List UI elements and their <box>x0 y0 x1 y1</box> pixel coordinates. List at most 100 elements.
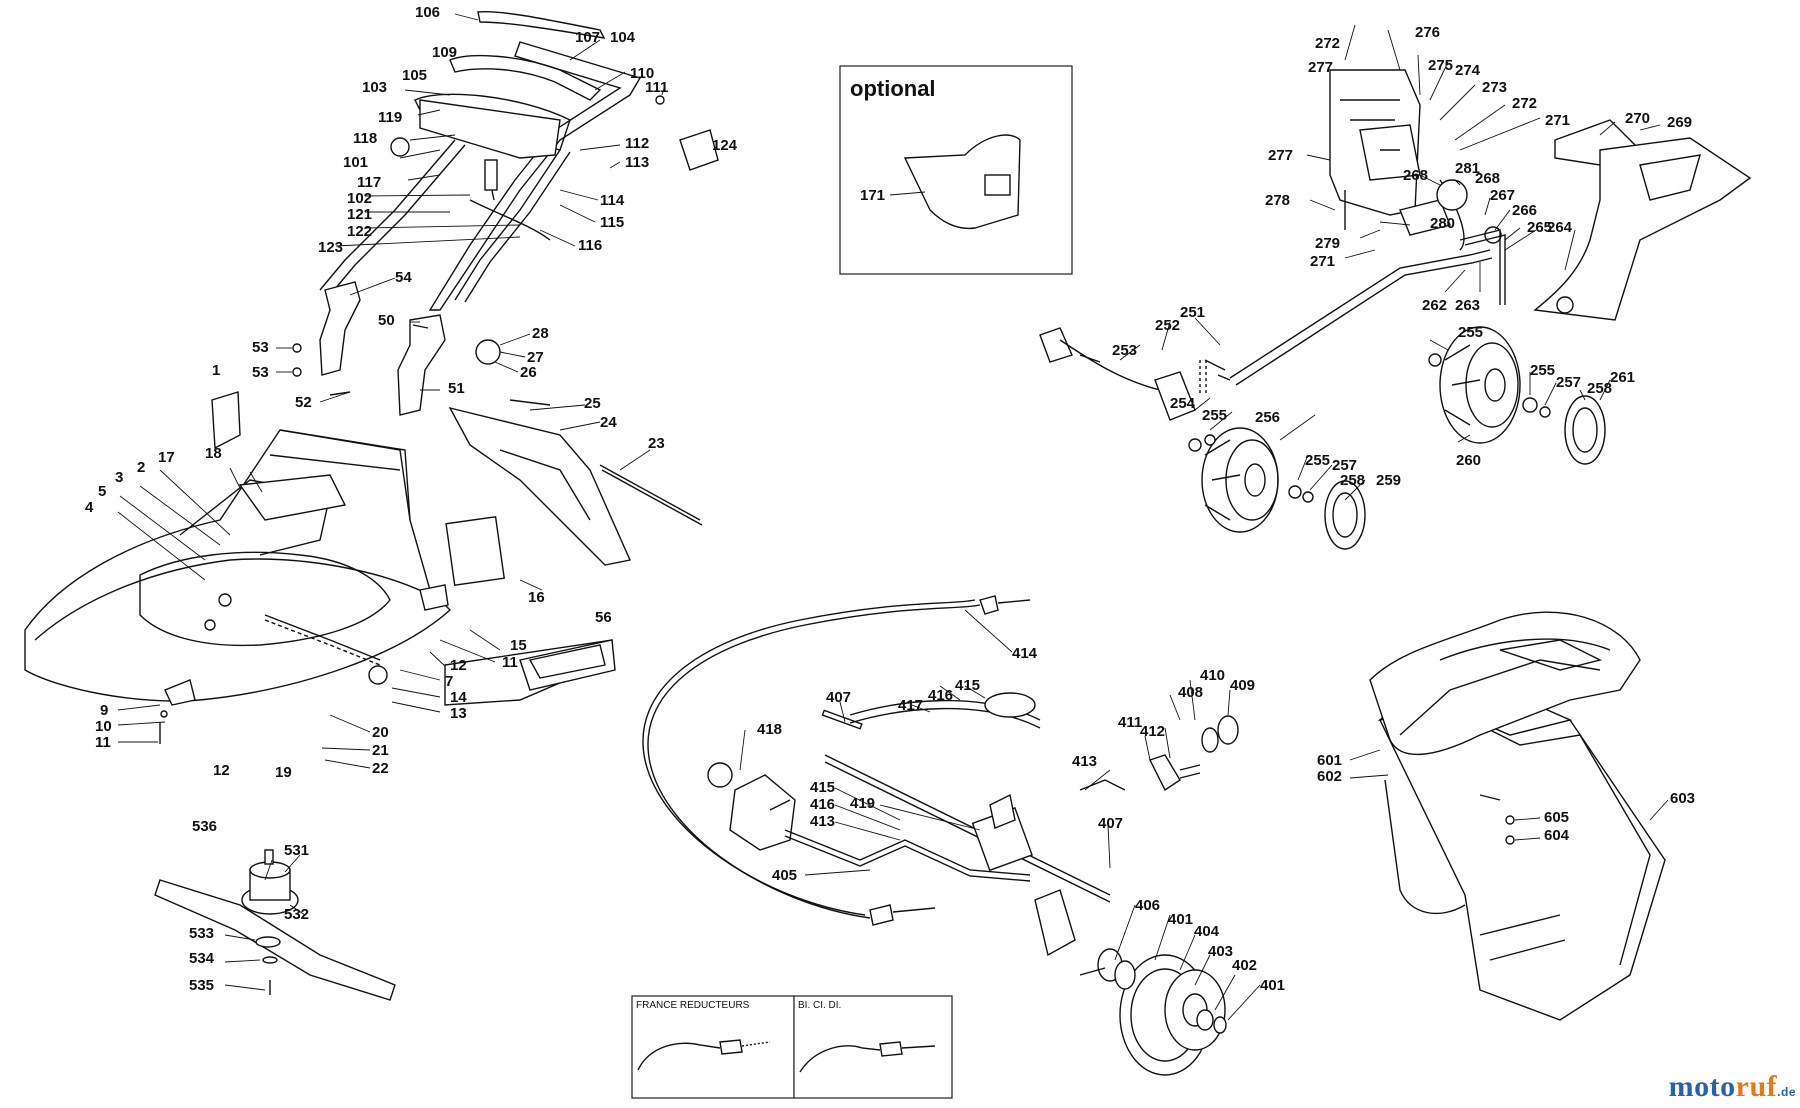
part-label: 11 <box>95 734 111 751</box>
blade-assembly <box>154 849 396 1001</box>
part-label: 268 <box>1475 170 1500 187</box>
part-label: 4 <box>85 499 94 516</box>
part-label: 409 <box>1230 677 1255 694</box>
part-label: 273 <box>1482 79 1507 96</box>
part-label: 415 <box>955 677 980 694</box>
part-label: 605 <box>1544 809 1569 826</box>
part-label: 15 <box>510 637 527 654</box>
part-label: 601 <box>1317 752 1342 769</box>
part-label: 265 <box>1527 219 1552 236</box>
part-label: 104 <box>610 29 636 46</box>
part-label: 532 <box>284 906 309 923</box>
inset-cable-options: FRANCE REDUCTEURS BI. CI. DI. <box>631 995 953 1099</box>
rear-cover <box>1533 119 1752 321</box>
part-label: 254 <box>1170 395 1196 412</box>
part-label: 13 <box>450 705 467 722</box>
part-label: 264 <box>1547 219 1573 236</box>
drive-wheel-gear <box>1079 948 1227 1076</box>
part-label: 281 <box>1455 160 1480 177</box>
part-label: 278 <box>1265 192 1290 209</box>
part-label: 17 <box>158 449 175 466</box>
part-label: 274 <box>1455 62 1481 79</box>
part-label: 257 <box>1556 374 1581 391</box>
part-label: 408 <box>1178 684 1203 701</box>
part-label: 277 <box>1308 59 1333 76</box>
part-label: 414 <box>1012 645 1038 662</box>
part-label: 413 <box>1072 753 1097 770</box>
part-label: 416 <box>928 687 953 704</box>
lower-handles <box>292 281 501 416</box>
part-label: 103 <box>362 79 387 96</box>
part-label: 401 <box>1168 911 1193 928</box>
part-label: 5 <box>98 483 106 500</box>
catcher-frame <box>1369 611 1641 845</box>
part-label: 255 <box>1305 452 1330 469</box>
part-label: 536 <box>192 818 217 835</box>
part-label: 259 <box>1376 472 1401 489</box>
part-label: 257 <box>1332 457 1357 474</box>
part-label: 405 <box>772 867 797 884</box>
part-label: 270 <box>1625 110 1650 127</box>
part-label: 115 <box>600 214 624 231</box>
leader-lines <box>117 13 1669 1021</box>
inset-caption-france-reducteurs: FRANCE REDUCTEURS <box>636 1000 750 1011</box>
part-label: 531 <box>284 842 309 859</box>
brand-logo[interactable]: motoruf.de <box>1669 1070 1796 1104</box>
part-label: 26 <box>520 364 537 381</box>
part-label: 109 <box>432 44 457 61</box>
part-label: 7 <box>445 673 453 690</box>
part-label: 403 <box>1208 943 1233 960</box>
part-label: 261 <box>1610 369 1635 386</box>
part-label: 604 <box>1544 827 1570 844</box>
part-label: 271 <box>1545 112 1570 129</box>
part-label: 272 <box>1315 35 1340 52</box>
part-label: 105 <box>402 67 427 84</box>
mower-deck <box>24 429 616 744</box>
part-label: 23 <box>648 435 665 452</box>
part-label: 271 <box>1310 253 1335 270</box>
part-label: 11 <box>502 654 518 671</box>
brand-part2: ruf <box>1735 1070 1778 1103</box>
part-label: 114 <box>600 192 625 209</box>
part-label: 111 <box>645 79 668 96</box>
optional-title: optional <box>850 76 936 101</box>
wheel-front-right <box>1188 427 1366 550</box>
part-label: 253 <box>1112 342 1137 359</box>
part-label: 255 <box>1530 362 1555 379</box>
part-label: 272 <box>1512 95 1537 112</box>
brand-suffix: .de <box>1777 1085 1796 1099</box>
part-label: 256 <box>1255 409 1280 426</box>
part-label: 112 <box>625 135 649 152</box>
part-label: 1 <box>212 362 220 379</box>
part-label: 53 <box>252 364 269 381</box>
part-label: 417 <box>898 697 923 714</box>
part-label: 19 <box>275 764 292 781</box>
part-label: 534 <box>189 950 215 967</box>
part-label: 113 <box>625 154 649 171</box>
part-label: 10 <box>95 718 112 735</box>
part-label: 20 <box>372 724 389 741</box>
part-label: 106 <box>415 4 440 21</box>
part-label: 269 <box>1667 114 1692 131</box>
part-label: 122 <box>347 223 372 240</box>
part-label: 110 <box>630 65 654 82</box>
gearbox-and-axle <box>707 692 1239 957</box>
part-label: 415 <box>810 779 835 796</box>
part-label: 404 <box>1194 923 1220 940</box>
rear-flap <box>211 391 703 566</box>
part-label: 260 <box>1456 452 1481 469</box>
part-label: 252 <box>1155 317 1180 334</box>
part-label: 14 <box>450 689 467 706</box>
part-label: 18 <box>205 445 222 462</box>
part-label: 9 <box>100 702 108 719</box>
part-label: 118 <box>353 130 377 147</box>
part-label: 276 <box>1415 24 1440 41</box>
rear-axle <box>1039 249 1493 421</box>
part-label: 406 <box>1135 897 1160 914</box>
part-label: 418 <box>757 721 782 738</box>
height-adjuster <box>1329 69 1506 305</box>
part-label: 53 <box>252 339 269 356</box>
